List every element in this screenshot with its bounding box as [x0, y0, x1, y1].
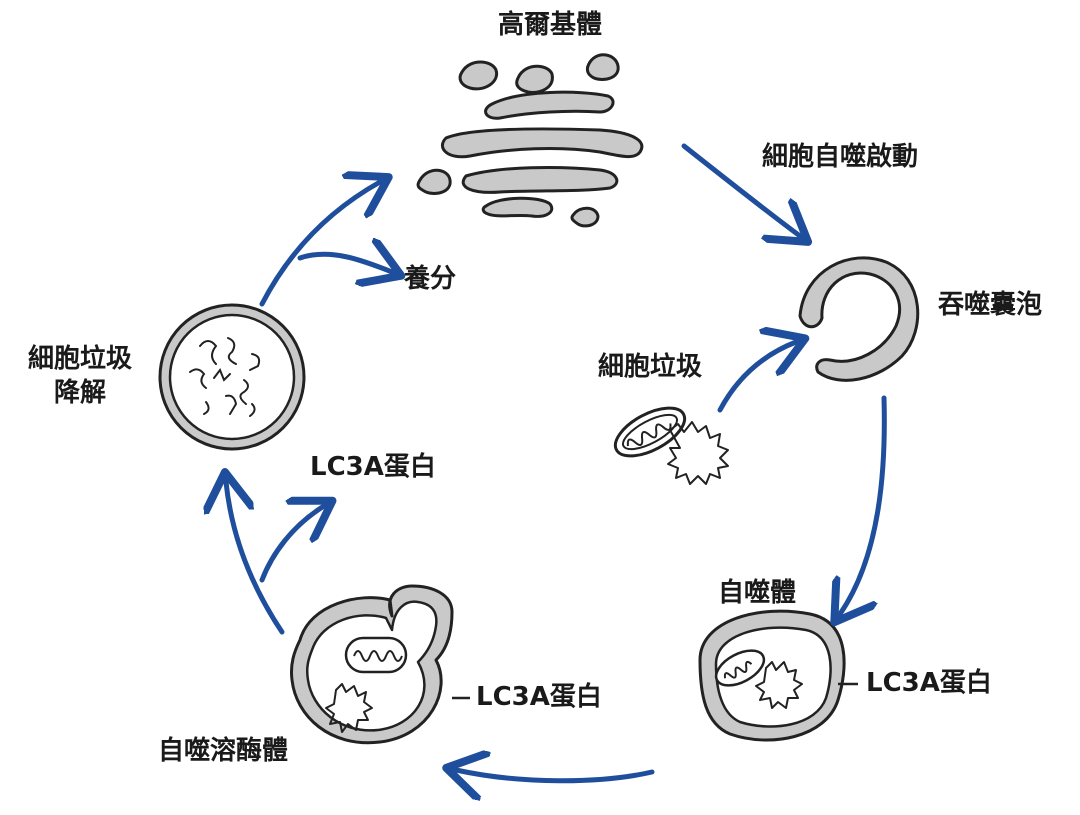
label-cell-garbage: 細胞垃圾: [598, 352, 703, 382]
arrow-garbage-to-phagophore: [717, 342, 796, 413]
label-degradation-line2: 降解: [53, 378, 106, 408]
autolysosome: [290, 584, 470, 745]
arrow-autophagosome-to-autolysosome: [456, 770, 655, 781]
label-autophagy-start: 細胞自噬啟動: [762, 142, 919, 172]
protein-aggregate: [667, 421, 729, 485]
label-phagophore: 吞噬囊泡: [938, 290, 1043, 320]
arrow-phagophore-to-autophagosome: [840, 395, 887, 614]
degraded-vesicle: [158, 303, 306, 451]
arrow-autolysosome-to-degradation: [226, 482, 285, 635]
arrow-degradation-to-golgi: [259, 182, 380, 307]
arrow-golgi-to-phagophore: [681, 143, 800, 236]
label-lc3a-autophagosome: LC3A蛋白: [866, 668, 992, 698]
golgi-apparatus: [416, 53, 644, 228]
label-lc3a-released: LC3A蛋白: [310, 452, 436, 482]
label-autolysosome: 自噬溶酶體: [158, 736, 289, 766]
cycle-arrows: [226, 143, 887, 781]
phagophore-membrane: [798, 256, 920, 382]
label-nutrients: 養分: [404, 264, 457, 294]
label-degradation-line1: 細胞垃圾: [27, 344, 132, 374]
arrow-release-lc3a: [259, 506, 324, 583]
label-lc3a-autolysosome: LC3A蛋白: [476, 682, 602, 712]
label-golgi: 高爾基體: [497, 10, 602, 40]
label-autophagosome: 自噬體: [718, 578, 797, 608]
cell-garbage-cargo: [613, 406, 729, 485]
mitochondrion: [613, 406, 687, 458]
autophagosome: [698, 609, 858, 742]
arrow-to-nutrients: [297, 254, 392, 272]
